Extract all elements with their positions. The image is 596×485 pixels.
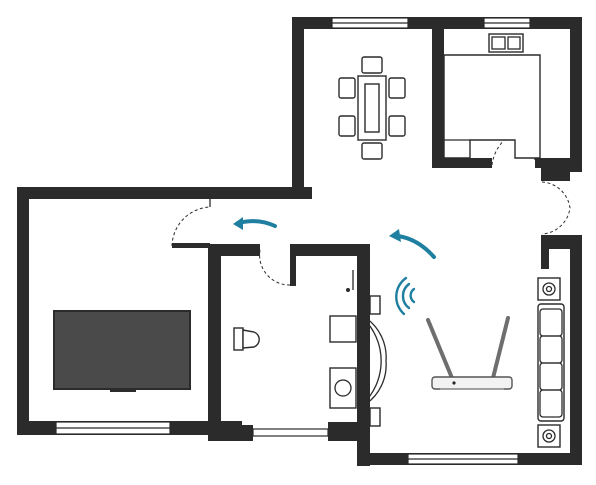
- chair: [388, 77, 406, 99]
- wall-jamb-stub: [541, 249, 549, 269]
- wifi-arc: [401, 282, 411, 310]
- chair: [388, 115, 406, 137]
- toilet-bowl: [242, 329, 260, 349]
- cabinet: [329, 315, 357, 343]
- wall-bath-left: [208, 244, 221, 439]
- wifi-arc: [395, 276, 408, 316]
- tv-stand: [110, 389, 136, 392]
- wall-living-top: [17, 187, 312, 199]
- wall-bath-bottom-left: [208, 425, 253, 441]
- counter-outline: [443, 54, 541, 159]
- wall-kitchen-bottom-right: [535, 158, 582, 168]
- arrow-icon: [233, 217, 277, 230]
- wall-bath-door-stub: [290, 244, 296, 286]
- dining-table: [338, 56, 406, 160]
- wall-bath-bottom-right: [328, 422, 370, 441]
- router-body: [431, 376, 513, 390]
- lamp-table: [537, 424, 561, 448]
- light-switch: [346, 288, 350, 292]
- wifi-router: [426, 316, 513, 390]
- wall-kitchen-right: [570, 17, 582, 172]
- chair: [338, 115, 356, 137]
- chair: [361, 56, 383, 74]
- chair: [361, 142, 383, 160]
- router-antenna-icon: [491, 316, 510, 380]
- signal-arrows: [233, 217, 436, 259]
- wall-bath-top-right: [290, 244, 370, 256]
- bathroom-fixtures: [233, 270, 387, 427]
- wall-living-door-jamb: [172, 243, 210, 248]
- door-panel: [369, 407, 381, 427]
- walls: [17, 17, 582, 466]
- wall-bath-right: [357, 244, 370, 466]
- wall-dining-left: [292, 17, 304, 199]
- tv: [53, 310, 191, 392]
- wall-bath-top-left: [208, 244, 260, 256]
- dining-table-runner: [364, 83, 380, 133]
- lamp-table: [537, 277, 561, 301]
- wall-kitchen-left: [432, 17, 444, 167]
- kitchen-counter: [443, 33, 541, 159]
- door-swing-icon: [171, 206, 211, 247]
- wall-jamb-upper: [541, 168, 570, 181]
- door-swing-icon: [259, 249, 291, 286]
- door-swing-icon: [362, 317, 382, 405]
- bathroom-sink: [329, 367, 357, 409]
- wifi-arc: [409, 287, 416, 304]
- windows: [55, 17, 531, 465]
- wall-left: [17, 187, 29, 435]
- wifi-signal-icon: [395, 276, 416, 316]
- wall-right-lower: [570, 238, 582, 465]
- toilet-tank: [233, 327, 244, 351]
- wall-kitchen-bottom-left: [432, 158, 492, 168]
- arrow-icon: [389, 229, 436, 259]
- tv-screen: [53, 310, 191, 390]
- wall-jamb-lower: [541, 235, 582, 249]
- chair: [338, 77, 356, 99]
- router-antenna-icon: [426, 318, 454, 380]
- door-panel: [369, 295, 381, 315]
- sofa: [537, 303, 565, 422]
- lamp: [537, 277, 561, 448]
- window-icon: [252, 428, 329, 437]
- door-swing-icon: [541, 181, 571, 235]
- kitchen-sink: [488, 33, 524, 53]
